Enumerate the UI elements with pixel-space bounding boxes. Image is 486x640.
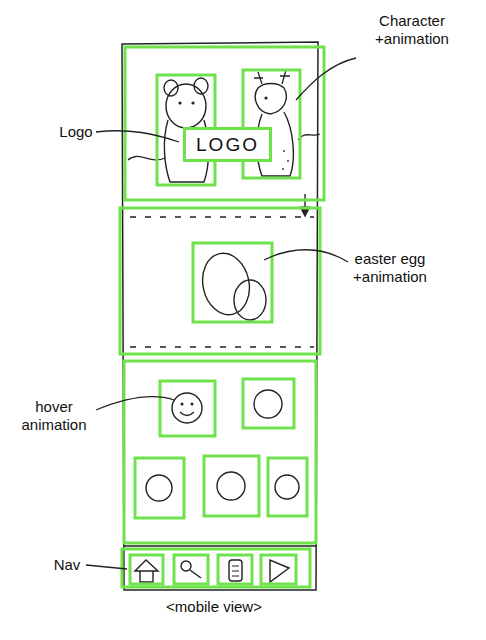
- bear-head: [166, 84, 206, 128]
- leader-line: [96, 131, 179, 142]
- smiley-eye: [191, 403, 194, 406]
- nav-bar-box: [122, 549, 310, 587]
- bear-eye: [178, 101, 181, 104]
- callout-label: Logo: [59, 123, 92, 141]
- icon-circle: [217, 472, 245, 500]
- leader-line: [296, 58, 356, 100]
- nav-divider: [124, 545, 316, 546]
- deer-eye: [264, 96, 267, 99]
- smiley-mouth: [180, 412, 194, 416]
- logo-text: LOGO: [196, 134, 259, 156]
- deer-antlers: [254, 70, 290, 84]
- dashed-edge: [130, 216, 314, 217]
- phone-outline: [122, 42, 318, 590]
- section-box: [120, 208, 320, 354]
- leader-line: [96, 397, 174, 410]
- document-icon: [232, 566, 239, 576]
- document-icon: [229, 560, 242, 581]
- callout-label: Nav: [54, 556, 81, 574]
- icon-box: [243, 379, 294, 428]
- nav-icon-box: [218, 555, 252, 584]
- deer-spots: [283, 150, 288, 170]
- nav-icon-box: [261, 555, 296, 584]
- icon-box: [135, 458, 184, 518]
- ground-scribble: [128, 156, 165, 160]
- caption: <mobile view>: [166, 598, 262, 616]
- icon-circle: [172, 393, 202, 423]
- bear-eye: [191, 101, 194, 104]
- egg-box: [193, 243, 272, 322]
- section-box: [124, 361, 316, 543]
- icon-box: [204, 456, 259, 516]
- section-box: [125, 47, 324, 200]
- smiley-eye: [181, 403, 184, 406]
- leader-line: [264, 250, 348, 262]
- icon-circle: [254, 390, 282, 418]
- nav-icon-box: [130, 555, 163, 584]
- leader-line: [86, 565, 127, 569]
- icon-circle: [146, 475, 172, 501]
- callout-label: hover animation: [21, 398, 86, 434]
- search-icon: [181, 561, 191, 571]
- home-icon: [135, 560, 158, 582]
- callout-label: easter egg +animation: [353, 250, 427, 286]
- egg-shape: [197, 249, 255, 319]
- play-icon: [270, 560, 289, 582]
- logo-box: LOGO: [183, 127, 272, 162]
- callout-label: Character +animation: [375, 12, 449, 48]
- icon-box: [160, 381, 215, 436]
- icon-box: [268, 458, 307, 516]
- search-icon: [190, 570, 201, 578]
- dashed-edge: [130, 346, 314, 347]
- egg-shape: [234, 280, 266, 320]
- icon-circle: [275, 475, 299, 499]
- deer-head: [255, 84, 286, 115]
- bear-ear: [164, 80, 178, 96]
- nav-icon-box: [174, 555, 208, 584]
